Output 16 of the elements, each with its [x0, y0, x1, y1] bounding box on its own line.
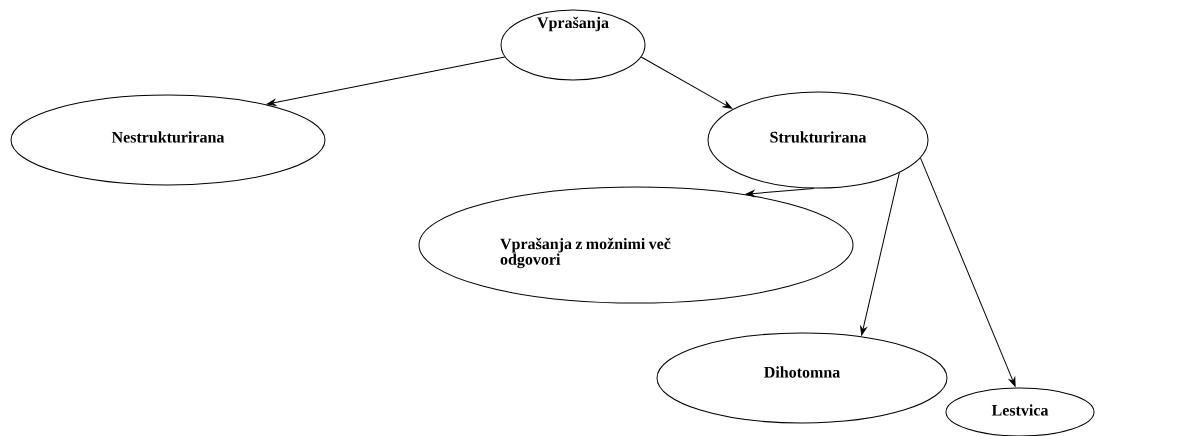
node-label: Strukturirana	[770, 131, 867, 143]
arrow	[745, 187, 815, 197]
node-label: Dihotomna	[764, 366, 840, 378]
arrow	[860, 172, 900, 336]
ellipse-node	[500, 9, 646, 81]
arrow	[920, 157, 1016, 387]
ellipse-node	[707, 91, 929, 189]
arrow	[640, 56, 733, 109]
ellipse-node	[418, 186, 854, 304]
arrow	[266, 56, 506, 106]
ellipse-node	[656, 332, 948, 424]
node-label: Lestvica	[991, 404, 1049, 416]
ellipse-node	[10, 94, 326, 186]
node-label: Vprašanja	[537, 16, 609, 32]
node-label: Nestrukturirana	[111, 131, 225, 143]
node-label: Vprašanja z možnimi več odgovori	[500, 237, 671, 269]
